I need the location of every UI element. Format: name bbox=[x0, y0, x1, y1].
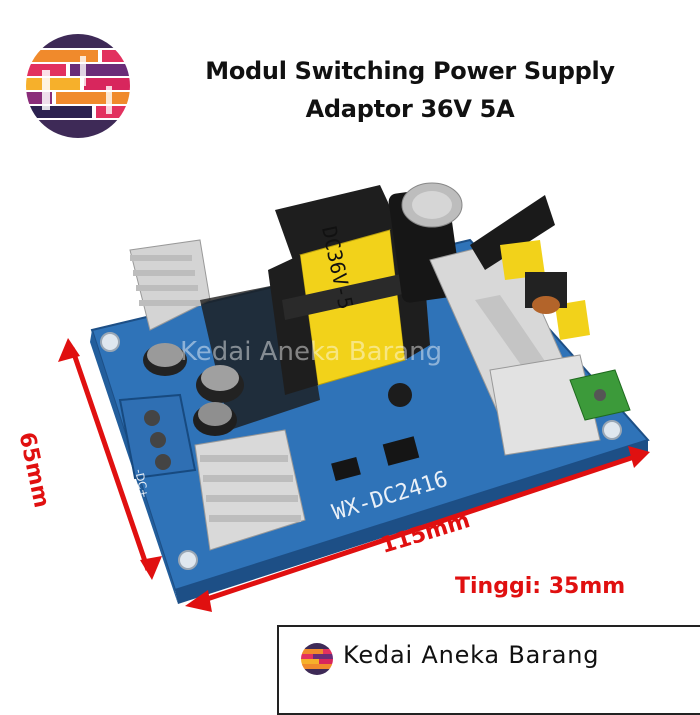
watermark-text: Kedai Aneka Barang bbox=[180, 337, 442, 367]
brand-name: Kedai Aneka Barang bbox=[343, 641, 600, 669]
tinggi-label: Tinggi: 35mm bbox=[455, 574, 626, 599]
transformer bbox=[268, 185, 430, 395]
brand-banner: Kedai Aneka Barang bbox=[277, 625, 700, 715]
power-supply-board: -DC+ DC36V-5 WX-DC2416 Kedai Aneka Baran… bbox=[58, 182, 650, 612]
width-arrow bbox=[185, 446, 650, 612]
brand-small-logo-icon bbox=[301, 643, 333, 675]
title-line-2: Adaptor 36V 5A bbox=[305, 95, 515, 123]
page-title: Modul Switching Power Supply Adaptor 36V… bbox=[150, 52, 670, 128]
height-arrow bbox=[58, 338, 162, 580]
terminal-label: -DC+ bbox=[132, 468, 151, 499]
brand-logo-icon bbox=[26, 34, 130, 138]
left-heatsink bbox=[129, 239, 306, 551]
title-line-1: Modul Switching Power Supply bbox=[205, 57, 615, 85]
dc-output-terminal bbox=[118, 393, 197, 480]
